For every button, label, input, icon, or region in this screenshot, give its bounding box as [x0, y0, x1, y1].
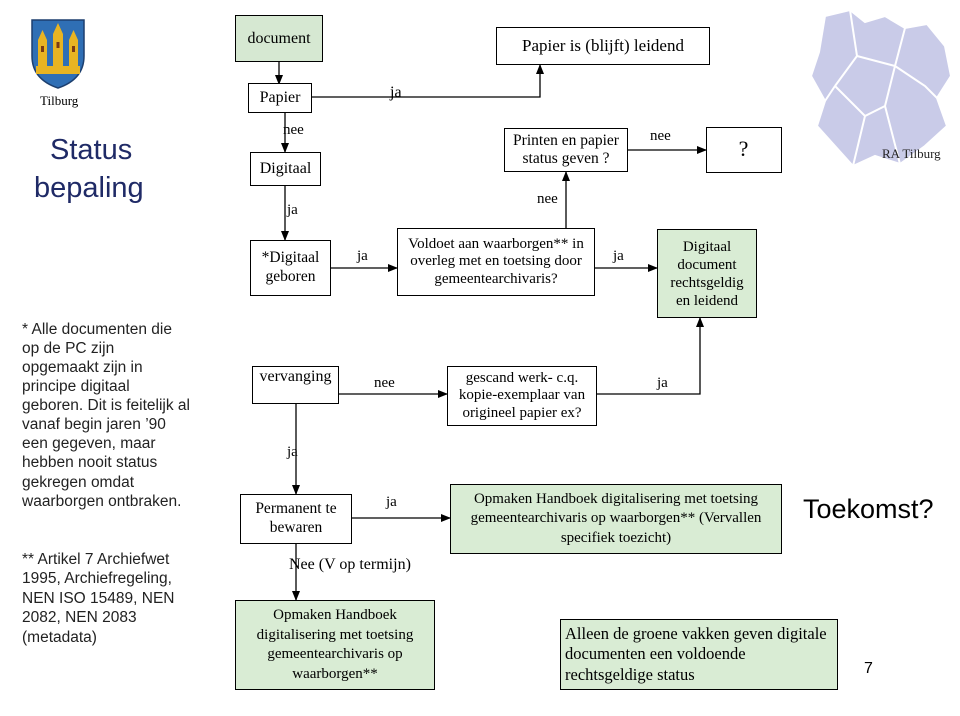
box-permanent: Permanent te bewaren [240, 494, 352, 544]
edge-label-nee-printen: nee [650, 128, 671, 144]
footnote-archiefwet: ** Artikel 7 Archiefwet 1995, Archiefreg… [22, 551, 175, 646]
box-voldoet: Voldoet aan waarborgen** in overleg met … [397, 228, 595, 296]
box-digitaal-geboren: *Digitaal geboren [250, 240, 331, 296]
label-nee-termijn: Nee (V op termijn) [289, 556, 411, 573]
box-digitaal: Digitaal [250, 152, 321, 186]
region-map-icon [805, 6, 955, 171]
edge-label-nee-vervanging: nee [374, 375, 395, 391]
box-digitaal-text: Digitaal [259, 160, 312, 178]
edge-label-ja-digitaal: ja [287, 202, 298, 218]
box-vervanging: vervanging [252, 366, 339, 404]
edge-label-ja-gescand: ja [657, 375, 668, 391]
box-papier-leidend-text: Papier is (blijft) leidend [522, 35, 684, 55]
box-question: ? [706, 127, 781, 172]
box-digitaal-rechtsgeldig-text: Digitaal document rechtsgeldig en leiden… [670, 238, 744, 309]
arrow-papier-leidend [312, 64, 544, 98]
slide-title-line1: Status [50, 134, 133, 166]
slide-title-line2: bepaling [34, 172, 144, 204]
box-papier-leidend: Papier is (blijft) leidend [496, 27, 710, 65]
box-handboek-gemeente-text: Opmaken Handboek digitalisering met toet… [470, 490, 762, 546]
box-handboek-links: Opmaken Handboek digitalisering met toet… [235, 600, 435, 690]
box-digitaal-geboren-text: *Digitaal geboren [261, 249, 320, 285]
arrow-gescand-rechtsgeldig [597, 317, 704, 395]
box-alleen-groene-text: Alleen de groene vakken geven digitale d… [565, 623, 827, 684]
box-gescand: gescand werk- c.q. kopie-exemplaar van o… [447, 366, 597, 426]
edge-label-nee-voldoet: nee [537, 191, 558, 207]
box-permanent-text: Permanent te bewaren [255, 500, 337, 536]
edge-label-nee-digitaal: nee [283, 122, 304, 138]
box-question-text: ? [738, 136, 749, 162]
map-label: RA Tilburg [882, 146, 941, 161]
box-gescand-text: gescand werk- c.q. kopie-exemplaar van o… [458, 370, 586, 421]
box-digitaal-rechtsgeldig: Digitaal document rechtsgeldig en leiden… [657, 229, 757, 318]
box-document-text: document [247, 29, 311, 47]
box-alleen-groene: Alleen de groene vakken geven digitale d… [560, 619, 838, 690]
box-voldoet-text: Voldoet aan waarborgen** in overleg met … [408, 236, 584, 287]
footnote-digitaal-geboren: * Alle documenten die op de PC zijn opge… [22, 321, 190, 510]
tilburg-coat-of-arms-icon [30, 18, 86, 90]
page-number: 7 [864, 660, 873, 677]
box-printen-text: Printen en papier status geven ? [513, 132, 619, 167]
edge-label-ja-voldoet: ja [613, 248, 624, 264]
box-document: document [235, 15, 323, 62]
box-handboek-gemeente: Opmaken Handboek digitalisering met toet… [450, 484, 782, 554]
box-handboek-links-text: Opmaken Handboek digitalisering met toet… [256, 607, 414, 682]
future-label: Toekomst? [803, 494, 934, 524]
edge-label-ja-permanent: ja [386, 494, 397, 510]
edge-label-ja-papier: ja [390, 84, 402, 101]
city-label: Tilburg [40, 93, 79, 108]
edge-label-ja-geboren: ja [357, 248, 368, 264]
box-papier-text: Papier [259, 89, 301, 107]
box-vervanging-text: vervanging [259, 368, 332, 385]
edge-label-ja-vervanging: ja [287, 444, 298, 460]
box-papier: Papier [248, 83, 312, 113]
box-printen: Printen en papier status geven ? [504, 128, 628, 172]
